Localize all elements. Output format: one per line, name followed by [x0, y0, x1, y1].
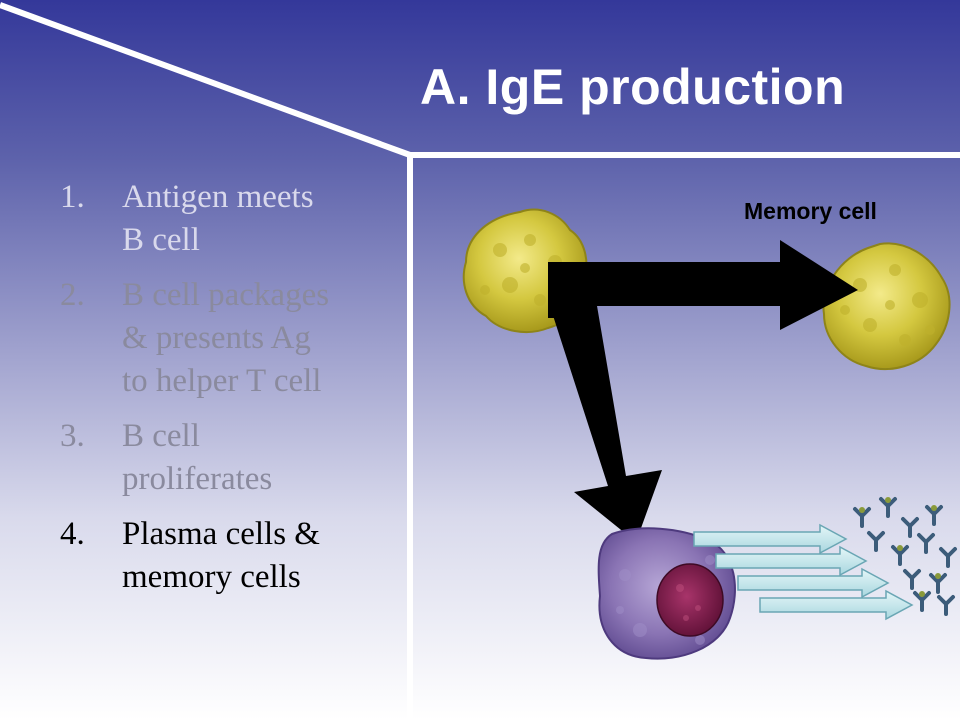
memory-cell-label: Memory cell — [744, 198, 877, 224]
step-text: Antigen meets — [122, 179, 314, 215]
step-text: B cell — [122, 222, 200, 258]
slide-title: A. IgE production — [420, 59, 846, 115]
step-number: 1. — [60, 179, 85, 215]
step-4: 4. Plasma cells & memory cells — [52, 513, 402, 599]
step-text: B cell — [122, 418, 200, 454]
plasma-cell-image — [597, 527, 736, 660]
arrow-to-plasma-cell — [548, 300, 662, 542]
step-2: 2. B cell packages & presents Ag to help… — [52, 274, 402, 403]
step-text: Plasma cells & — [122, 516, 320, 552]
antibodies — [853, 497, 957, 616]
memory-cell-image — [822, 242, 951, 370]
steps-list: 1. Antigen meets B cell 2. B cell packag… — [52, 176, 402, 611]
arrow-to-memory-cell — [548, 240, 858, 330]
step-text: to helper T cell — [122, 363, 322, 399]
step-number: 2. — [60, 277, 85, 313]
step-text: proliferates — [122, 461, 273, 497]
step-3: 3. B cell proliferates — [52, 415, 402, 501]
step-1: 1. Antigen meets B cell — [52, 176, 402, 262]
step-text: memory cells — [122, 559, 301, 595]
secretion-arrows — [693, 523, 914, 621]
step-text: & presents Ag — [122, 320, 311, 356]
step-text: B cell packages — [122, 277, 330, 313]
step-number: 3. — [60, 418, 85, 454]
plasma-cell-nucleus — [656, 563, 724, 637]
step-number: 4. — [60, 516, 85, 552]
